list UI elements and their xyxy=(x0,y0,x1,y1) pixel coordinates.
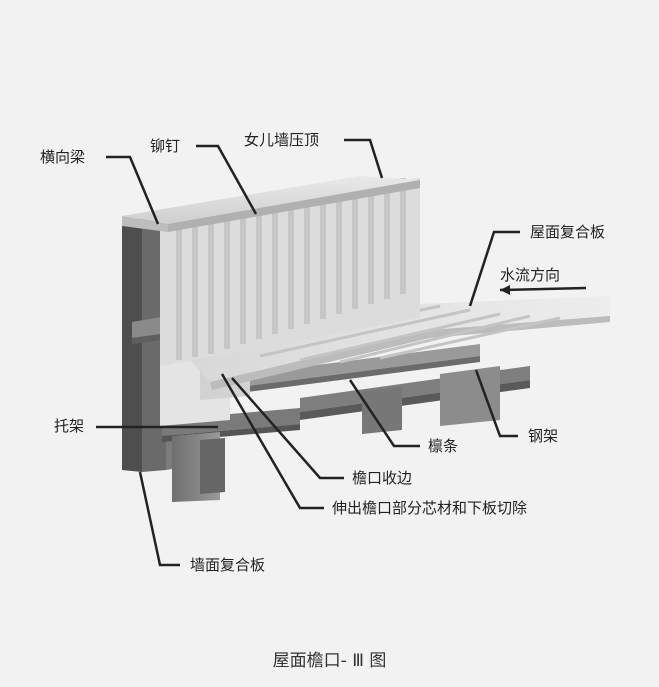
leader-rivet xyxy=(196,144,258,215)
label-cut-note: 伸出檐口部分芯材和下板切除 xyxy=(332,499,528,517)
leader-cross-beam xyxy=(106,155,160,225)
figure-caption: 屋面檐口- Ⅲ 图 xyxy=(272,651,387,671)
label-water-flow: 水流方向 xyxy=(500,266,561,284)
leader-lines xyxy=(96,138,587,567)
label-eave-trim: 檐口收边 xyxy=(352,469,413,487)
water-flow-arrowhead-icon xyxy=(500,285,510,295)
label-parapet-cap: 女儿墙压顶 xyxy=(244,131,320,149)
leader-roof-panel xyxy=(468,230,520,307)
leader-eave-trim xyxy=(231,377,344,480)
purlin xyxy=(232,344,480,394)
leader-parapet-cap xyxy=(344,138,384,179)
label-purlin: 檩条 xyxy=(428,437,459,455)
label-bracket: 托架 xyxy=(54,417,85,435)
leader-cut-note xyxy=(220,373,324,510)
steel-frame xyxy=(300,366,530,434)
leader-steel-frame xyxy=(474,369,518,438)
parapet-face xyxy=(160,178,420,366)
water-flow-arrow-line xyxy=(499,286,587,292)
label-cross-beam: 横向梁 xyxy=(40,148,86,166)
parapet-cap xyxy=(122,176,420,232)
leader-wall-panel xyxy=(138,471,180,567)
leader-purlin xyxy=(348,379,420,448)
label-steel-frame: 钢架 xyxy=(528,427,559,445)
label-roof-panel: 屋面复合板 xyxy=(530,223,606,241)
label-wall-panel: 墙面复合板 xyxy=(190,556,266,574)
label-rivet: 铆钉 xyxy=(150,137,181,155)
